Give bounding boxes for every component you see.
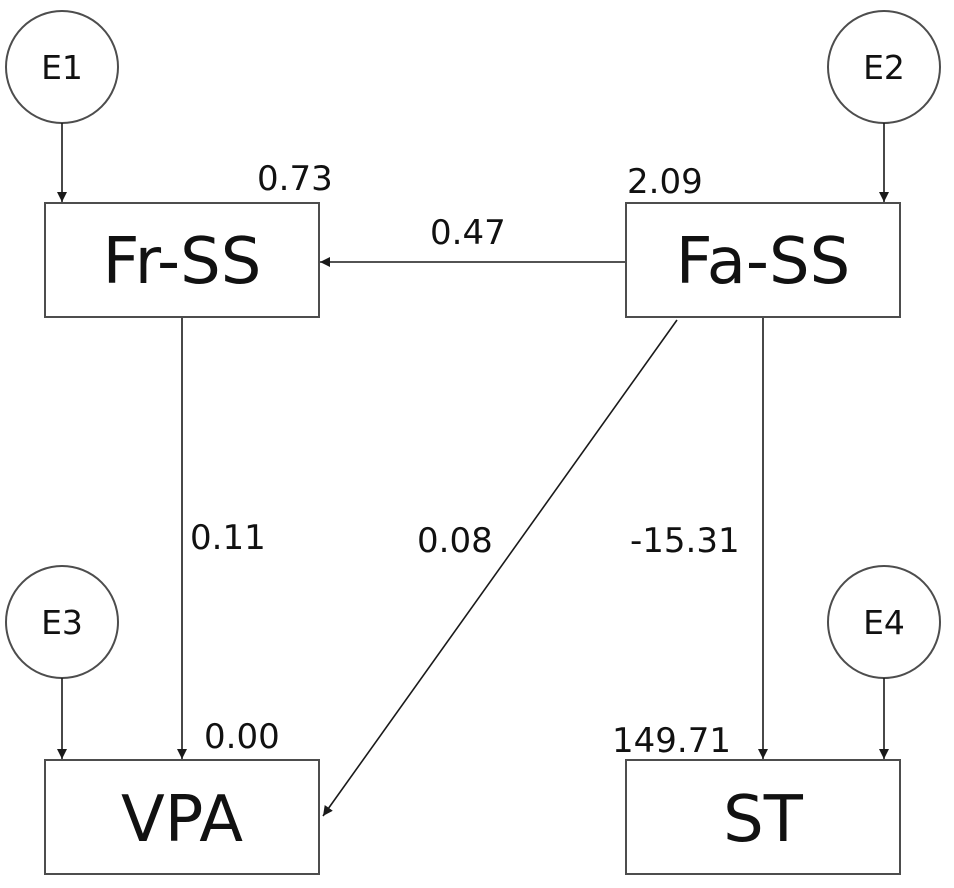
- node-vpa: VPA: [44, 759, 320, 875]
- node-label-vpa: VPA: [121, 783, 243, 857]
- arrow-fa-ss-to-vpa: [322, 319, 678, 817]
- coef-fr-ss-to-vpa: 0.11: [190, 518, 266, 558]
- error-node-e4: E4: [827, 565, 941, 679]
- node-label-fa-ss: Fa-SS: [676, 225, 851, 299]
- coef-fa-ss-to-fr-ss: 0.47: [430, 213, 506, 253]
- node-label-st: ST: [723, 783, 804, 857]
- error-label-e3: E3: [41, 603, 83, 642]
- intercept-fr-ss: 0.73: [257, 159, 333, 199]
- error-node-e3: E3: [5, 565, 119, 679]
- error-node-e1: E1: [5, 10, 119, 124]
- intercept-vpa: 0.00: [204, 717, 280, 757]
- error-label-e4: E4: [863, 603, 905, 642]
- node-label-fr-ss: Fr-SS: [103, 225, 262, 299]
- error-label-e2: E2: [863, 48, 905, 87]
- intercept-fa-ss: 2.09: [627, 162, 703, 202]
- node-st: ST: [625, 759, 901, 875]
- coef-fa-ss-to-st: -15.31: [630, 521, 740, 561]
- node-fr-ss: Fr-SS: [44, 202, 320, 318]
- intercept-st: 149.71: [612, 721, 731, 761]
- error-node-e2: E2: [827, 10, 941, 124]
- coef-fa-ss-to-vpa: 0.08: [417, 521, 493, 561]
- node-fa-ss: Fa-SS: [625, 202, 901, 318]
- error-label-e1: E1: [41, 48, 83, 87]
